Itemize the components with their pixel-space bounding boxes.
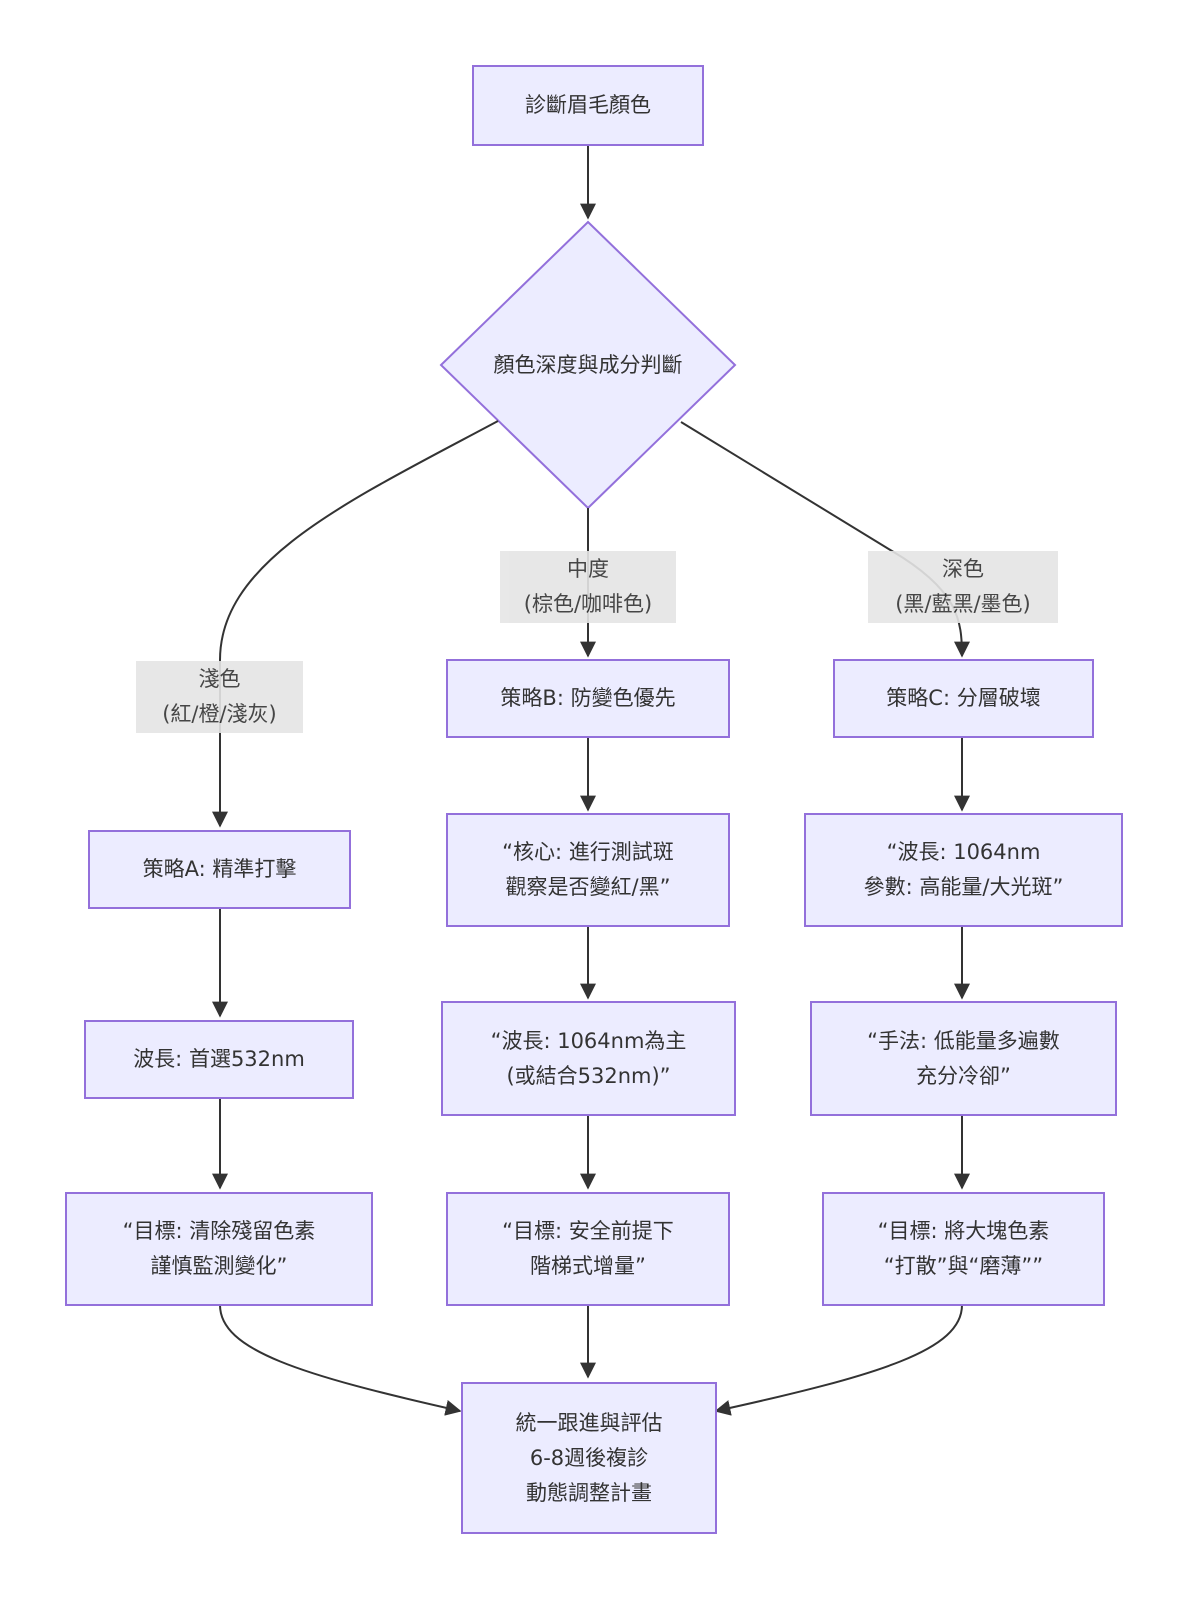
node-end[interactable]: 統一跟進與評估 6-8週後複診 動態調整計畫	[461, 1382, 717, 1534]
node-strategy-a[interactable]: 策略A: 精準打擊	[88, 830, 351, 909]
node-decision-label: 顏色深度與成分判斷	[493, 353, 683, 377]
node-a-goal[interactable]: “目標: 清除殘留色素 謹慎監測變化”	[65, 1192, 373, 1306]
node-b-test-spot[interactable]: “核心: 進行測試斑 觀察是否變紅/黑”	[446, 813, 730, 927]
edge-c-end	[714, 1304, 963, 1416]
node-strategy-b[interactable]: 策略B: 防變色優先	[446, 659, 730, 738]
node-a-wavelength[interactable]: 波長: 首選532nm	[84, 1020, 354, 1099]
node-b-wavelength[interactable]: “波長: 1064nm為主 (或結合532nm)”	[441, 1001, 736, 1116]
edge-label-medium: 中度 (棕色/咖啡色)	[500, 551, 676, 623]
node-c-goal[interactable]: “目標: 將大塊色素 “打散”與“磨薄””	[822, 1192, 1105, 1306]
edge-label-dark: 深色 (黑/藍黑/墨色)	[868, 551, 1058, 623]
edge-decision-strategy-a	[212, 420, 499, 828]
node-c-technique[interactable]: “手法: 低能量多遍數 充分冷卻”	[810, 1001, 1117, 1116]
node-c-parameters[interactable]: “波長: 1064nm 參數: 高能量/大光斑”	[804, 813, 1123, 927]
node-b-goal[interactable]: “目標: 安全前提下 階梯式增量”	[446, 1192, 730, 1306]
edge-a-end	[219, 1304, 462, 1416]
node-strategy-c[interactable]: 策略C: 分層破壞	[833, 659, 1094, 738]
edge-label-light: 淺色 (紅/橙/淺灰)	[136, 661, 303, 733]
node-start[interactable]: 診斷眉毛顏色	[472, 65, 704, 146]
